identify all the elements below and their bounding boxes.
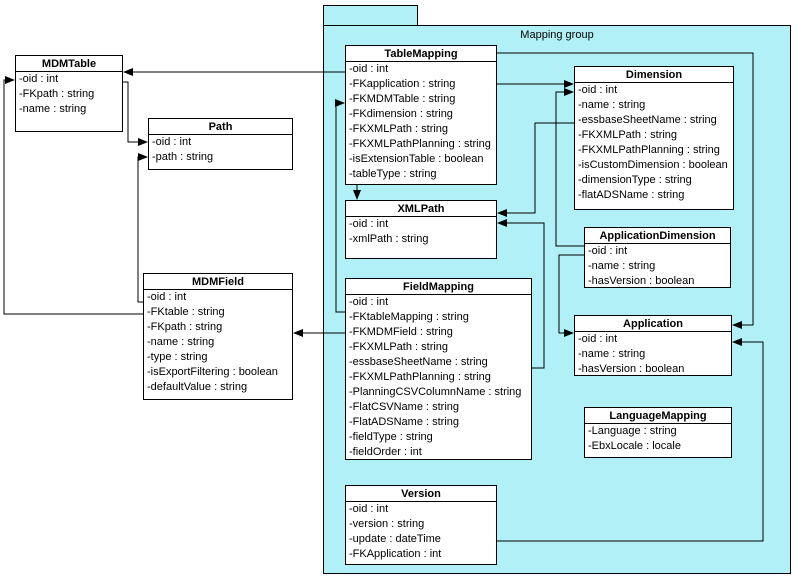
class-attribute: -type : string bbox=[147, 351, 208, 363]
class-attribute: -oid : int bbox=[349, 218, 389, 230]
class-title: MDMTable bbox=[16, 56, 122, 72]
class-application[interactable]: Application-oid : int -name : string -hasV… bbox=[574, 315, 732, 376]
class-attribute: -oid : int bbox=[588, 245, 628, 257]
class-attribute: -FlatADSName : string bbox=[349, 416, 460, 428]
class-dimension[interactable]: Dimension-oid : int -name : string -essbas… bbox=[574, 66, 734, 210]
class-path[interactable]: Path-oid : int -path : string bbox=[148, 118, 293, 170]
class-attribute: -oid : int bbox=[349, 63, 389, 75]
class-languagemapping[interactable]: LanguageMapping-Language : string -EbxLoc… bbox=[584, 407, 732, 458]
class-attribute: -FKXMLPathPlanning : string bbox=[578, 144, 720, 156]
class-attribute: -FKXMLPath : string bbox=[578, 129, 678, 141]
class-mdmtable[interactable]: MDMTable-oid : int -FKpath : string -name … bbox=[15, 55, 123, 132]
class-attribute: -FKpath : string bbox=[19, 88, 95, 100]
class-attribute: -FKMDMField : string bbox=[349, 326, 453, 338]
class-title: TableMapping bbox=[346, 46, 496, 62]
class-title: XMLPath bbox=[346, 201, 496, 217]
class-attribute: -FKApplication : int bbox=[349, 548, 442, 560]
class-attribute: -oid : int bbox=[19, 73, 59, 85]
class-attribute: -essbaseSheetName : string bbox=[578, 114, 717, 126]
class-title: Dimension bbox=[575, 67, 733, 83]
class-attribute: -FKXMLPath : string bbox=[349, 123, 449, 135]
class-attribute: -oid : int bbox=[578, 84, 618, 96]
package-label: Mapping group bbox=[520, 29, 594, 41]
class-attribute: -FKpath : string bbox=[147, 321, 223, 333]
class-attribute: -FKXMLPathPlanning : string bbox=[349, 371, 491, 383]
class-attribute: -FKtable : string bbox=[147, 306, 225, 318]
class-attribute: -name : string bbox=[578, 99, 646, 111]
class-attribute: -name : string bbox=[578, 348, 646, 360]
class-attribute: -FKXMLPath : string bbox=[349, 341, 449, 353]
class-mdmfield[interactable]: MDMField-oid : int -FKtable : string -FKpa… bbox=[143, 273, 293, 400]
class-attribute: -name : string bbox=[19, 103, 87, 115]
class-title: Application bbox=[575, 316, 731, 332]
class-version[interactable]: Version-oid : int -version : string -updat… bbox=[345, 485, 497, 565]
class-title: Version bbox=[346, 486, 496, 502]
class-attribute: -FlatCSVName : string bbox=[349, 401, 460, 413]
class-attribute: -dimensionType : string bbox=[578, 174, 692, 186]
class-title: MDMField bbox=[144, 274, 292, 290]
connector-applicationdimension-to-application[interactable] bbox=[558, 254, 584, 337]
class-attribute: -isExportFiltering : boolean bbox=[147, 366, 278, 378]
class-title: ApplicationDimension bbox=[585, 228, 730, 244]
class-attribute: -FKXMLPathPlanning : string bbox=[349, 138, 491, 150]
class-title: Path bbox=[149, 119, 292, 135]
class-attribute: -update : dateTime bbox=[349, 533, 441, 545]
class-attribute: -isExtensionTable : boolean bbox=[349, 153, 484, 165]
class-attribute: -EbxLocale : locale bbox=[588, 440, 681, 452]
class-attribute: -oid : int bbox=[578, 333, 618, 345]
class-attribute: -fieldOrder : int bbox=[349, 446, 422, 458]
class-fieldmapping[interactable]: FieldMapping-oid : int -FKtableMapping : … bbox=[345, 278, 532, 460]
class-attribute: -essbaseSheetName : string bbox=[349, 356, 488, 368]
class-title: LanguageMapping bbox=[585, 408, 731, 424]
class-attribute: -hasVersion : boolean bbox=[588, 275, 695, 287]
package-tab[interactable] bbox=[323, 5, 418, 26]
connector-version-to-application[interactable] bbox=[497, 338, 764, 542]
class-title: FieldMapping bbox=[346, 279, 531, 295]
connector-fieldmapping-to-xmlpath[interactable] bbox=[497, 219, 545, 369]
connector-tablemapping-to-application[interactable] bbox=[497, 52, 754, 329]
class-attribute: -hasVersion : boolean bbox=[578, 363, 685, 375]
class-attribute: -oid : int bbox=[349, 503, 389, 515]
class-attribute: -PlanningCSVColumnName : string bbox=[349, 386, 522, 398]
class-attribute: -name : string bbox=[147, 336, 215, 348]
class-attribute: -Language : string bbox=[588, 425, 677, 437]
class-tablemapping[interactable]: TableMapping-oid : int -FKapplication : s… bbox=[345, 45, 497, 185]
class-attribute: -defaultValue : string bbox=[147, 381, 248, 393]
class-attribute: -isCustomDimension : boolean bbox=[578, 159, 728, 171]
class-attribute: -tableType : string bbox=[349, 168, 437, 180]
class-attribute: -oid : int bbox=[147, 291, 187, 303]
class-attribute: -version : string bbox=[349, 518, 425, 530]
class-applicationdimension[interactable]: ApplicationDimension-oid : int -name : st… bbox=[584, 227, 731, 288]
connector-mdmtable-to-path[interactable] bbox=[123, 81, 148, 146]
class-xmlpath[interactable]: XMLPath-oid : int -xmlPath : string bbox=[345, 200, 497, 259]
connector-mdmfield-to-path[interactable] bbox=[137, 153, 148, 303]
class-attribute: -flatADSName : string bbox=[578, 189, 685, 201]
class-attribute: -oid : int bbox=[349, 296, 389, 308]
class-attribute: -fieldType : string bbox=[349, 431, 433, 443]
class-attribute: -FKapplication : string bbox=[349, 78, 456, 90]
connector-applicationdimension-to-dimension[interactable] bbox=[555, 88, 584, 247]
class-attribute: -xmlPath : string bbox=[349, 233, 429, 245]
class-attribute: -FKtableMapping : string bbox=[349, 311, 469, 323]
class-attribute: -FKdimension : string bbox=[349, 108, 453, 120]
connector-mdmfield-to-mdmtable[interactable] bbox=[3, 76, 143, 315]
class-attribute: -name : string bbox=[588, 260, 656, 272]
class-attribute: -oid : int bbox=[152, 136, 192, 148]
class-attribute: -path : string bbox=[152, 151, 214, 163]
connector-dimension-to-xmlpath[interactable] bbox=[497, 122, 574, 217]
connector-fieldmapping-to-tablemapping[interactable] bbox=[335, 99, 345, 313]
class-attribute: -FKMDMTable : string bbox=[349, 93, 456, 105]
